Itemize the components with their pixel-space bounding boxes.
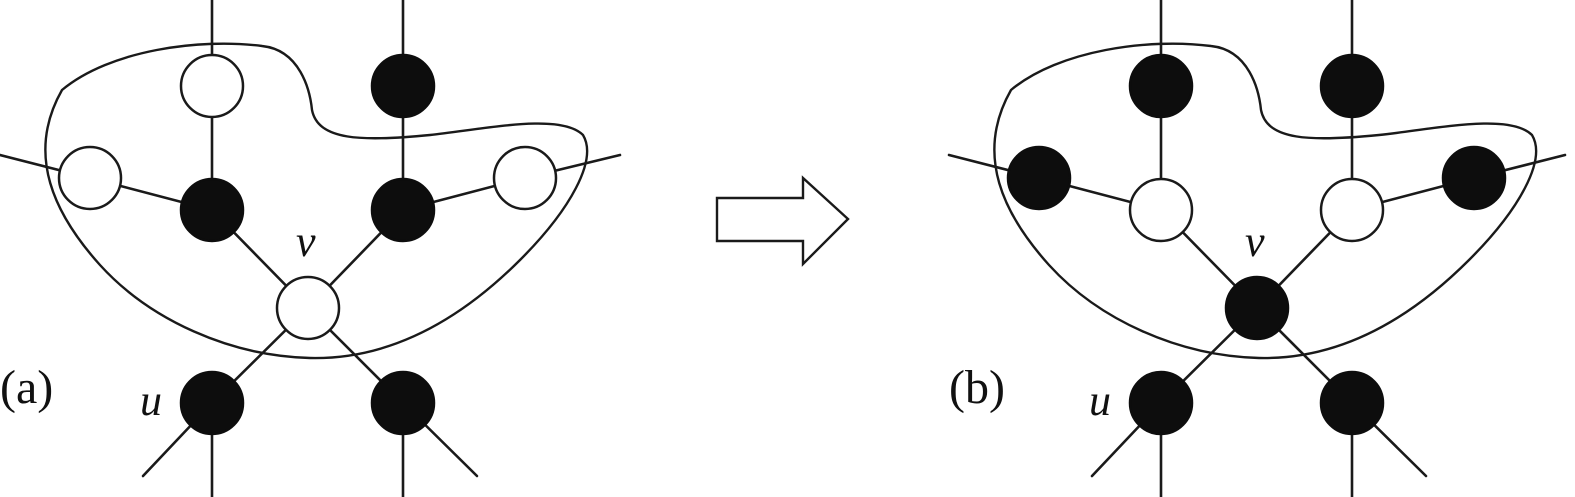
panel-a-region-outline [44, 42, 589, 360]
panel-b-nodes [1006, 53, 1507, 436]
node-side-right [1441, 145, 1507, 211]
node-top-right [1319, 53, 1385, 119]
transform-arrow-icon [715, 175, 850, 267]
node-top-left [1128, 53, 1194, 119]
panel-label-b: (b) [949, 361, 1005, 414]
vertex-label-u: u [1089, 376, 1111, 425]
panel-a-nodes [57, 53, 558, 436]
node-side-left [57, 145, 123, 211]
node-mid-right [370, 177, 436, 243]
panel-b-region-outline [993, 42, 1538, 360]
node-mid-right [1319, 177, 1385, 243]
panel-b: v u (b) [947, 0, 1567, 497]
vertex-label-u: u [140, 376, 162, 425]
node-top-left [179, 53, 245, 119]
panel-label-a: (a) [0, 361, 53, 414]
node-top-right [370, 53, 436, 119]
node-side-right [492, 145, 558, 211]
node-side-left [1006, 145, 1072, 211]
vertex-label-v: v [296, 217, 316, 266]
vertex-label-v: v [1245, 217, 1265, 266]
node-v [275, 275, 341, 341]
node-bottom-right [1319, 370, 1385, 436]
node-u [179, 370, 245, 436]
node-bottom-right [370, 370, 436, 436]
node-v [1224, 275, 1290, 341]
node-u [1128, 370, 1194, 436]
node-mid-left [179, 177, 245, 243]
panel-a: v u (a) [0, 0, 622, 497]
node-mid-left [1128, 177, 1194, 243]
